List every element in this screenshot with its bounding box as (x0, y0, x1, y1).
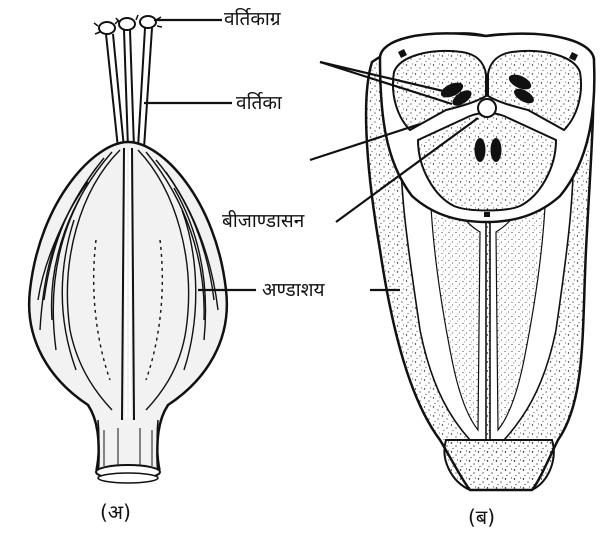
label-stigma: वर्तिकाग्र (224, 8, 281, 30)
transverse-section (380, 33, 594, 222)
figure-b-section (366, 33, 594, 490)
label-placenta: बीजाण्डासन (222, 210, 304, 232)
styles (106, 28, 152, 148)
label-ovary: अण्डाशय (262, 279, 325, 301)
caption-figure-a: (अ) (100, 500, 131, 524)
ovary-body (29, 142, 227, 483)
figure-a-pistil (29, 15, 227, 483)
caption-figure-b: (ब) (468, 505, 495, 529)
label-style: वर्तिका (236, 92, 282, 114)
